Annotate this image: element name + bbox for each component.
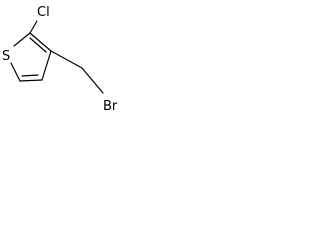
bromine-atom-label: Br bbox=[103, 99, 118, 114]
bond-c4-c5-double bbox=[21, 74, 39, 77]
bond-c4-c5 bbox=[19, 79, 43, 82]
bond-c5-s bbox=[10, 62, 21, 82]
sulfur-atom-label: S bbox=[2, 49, 10, 64]
bond-ch2-br bbox=[81, 67, 104, 94]
bond-c2-c3-double bbox=[29, 37, 47, 53]
bond-c2-c3 bbox=[29, 32, 52, 52]
molecule-structure: S Cl Br bbox=[2, 5, 118, 114]
bond-c2-cl bbox=[29, 20, 38, 34]
bond-c3-c4 bbox=[41, 50, 52, 81]
bond-s-c2 bbox=[13, 32, 31, 47]
bond-c3-ch2 bbox=[50, 50, 83, 69]
chlorine-atom-label: Cl bbox=[37, 5, 50, 20]
